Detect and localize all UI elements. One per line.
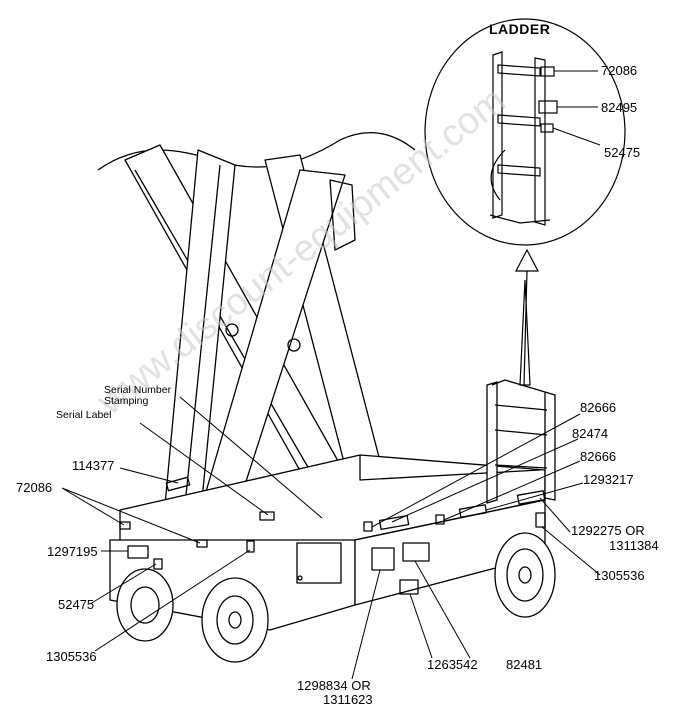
label-1298834-line1: 1298834 OR xyxy=(297,678,371,693)
decal-1298834 xyxy=(371,547,395,571)
decal-114377 xyxy=(165,476,191,492)
label-82666-mid: 82666 xyxy=(580,449,617,464)
label-1292275-line1: 1292275 OR xyxy=(571,523,645,538)
inset-label-72086: 72086 xyxy=(601,63,638,78)
decal-1297195 xyxy=(127,545,149,559)
decal-82474 xyxy=(378,514,410,531)
wheel-right xyxy=(494,532,556,618)
label-1298834-line2: 1311623 xyxy=(323,692,373,707)
inset-label-82495: 82495 xyxy=(601,100,638,115)
inset-title: LADDER xyxy=(489,21,551,37)
label-serial-number-stamping-1: Serial Number xyxy=(104,384,172,396)
decal-serial-label xyxy=(259,511,275,521)
label-82666-top: 82666 xyxy=(580,400,617,415)
label-1293217: 1293217 xyxy=(583,472,634,487)
label-1263542: 1263542 xyxy=(427,657,478,672)
label-serial-label: Serial Label xyxy=(56,409,112,421)
leader-lines xyxy=(61,396,601,680)
decal-52475 xyxy=(153,558,163,570)
wheel-front-left xyxy=(201,577,269,663)
inset-label-52475: 52475 xyxy=(604,145,641,160)
ladder-inset xyxy=(424,18,626,246)
label-1305536-right: 1305536 xyxy=(594,568,645,583)
label-1292275-line2: 1311384 xyxy=(609,538,659,553)
label-72086: 72086 xyxy=(16,480,53,495)
decal-1305536-right xyxy=(535,512,546,528)
label-114377: 114377 xyxy=(72,458,115,473)
label-82474: 82474 xyxy=(572,426,609,441)
label-serial-number-stamping-2: Stamping xyxy=(104,395,149,407)
label-82481: 82481 xyxy=(506,657,543,672)
decal-1305536-left xyxy=(246,540,255,553)
decal-1292275 xyxy=(516,490,546,505)
label-52475: 52475 xyxy=(58,597,95,612)
label-1297195: 1297195 xyxy=(47,544,98,559)
ladder xyxy=(486,381,556,504)
decal-82481 xyxy=(402,542,430,562)
arrow-to-inset xyxy=(515,248,539,386)
decal-1263542 xyxy=(399,579,419,595)
decal-72086-a xyxy=(119,521,131,530)
label-1305536-left: 1305536 xyxy=(46,649,97,664)
wheel-rear-left xyxy=(116,568,174,642)
decal-72086-b xyxy=(196,539,208,548)
